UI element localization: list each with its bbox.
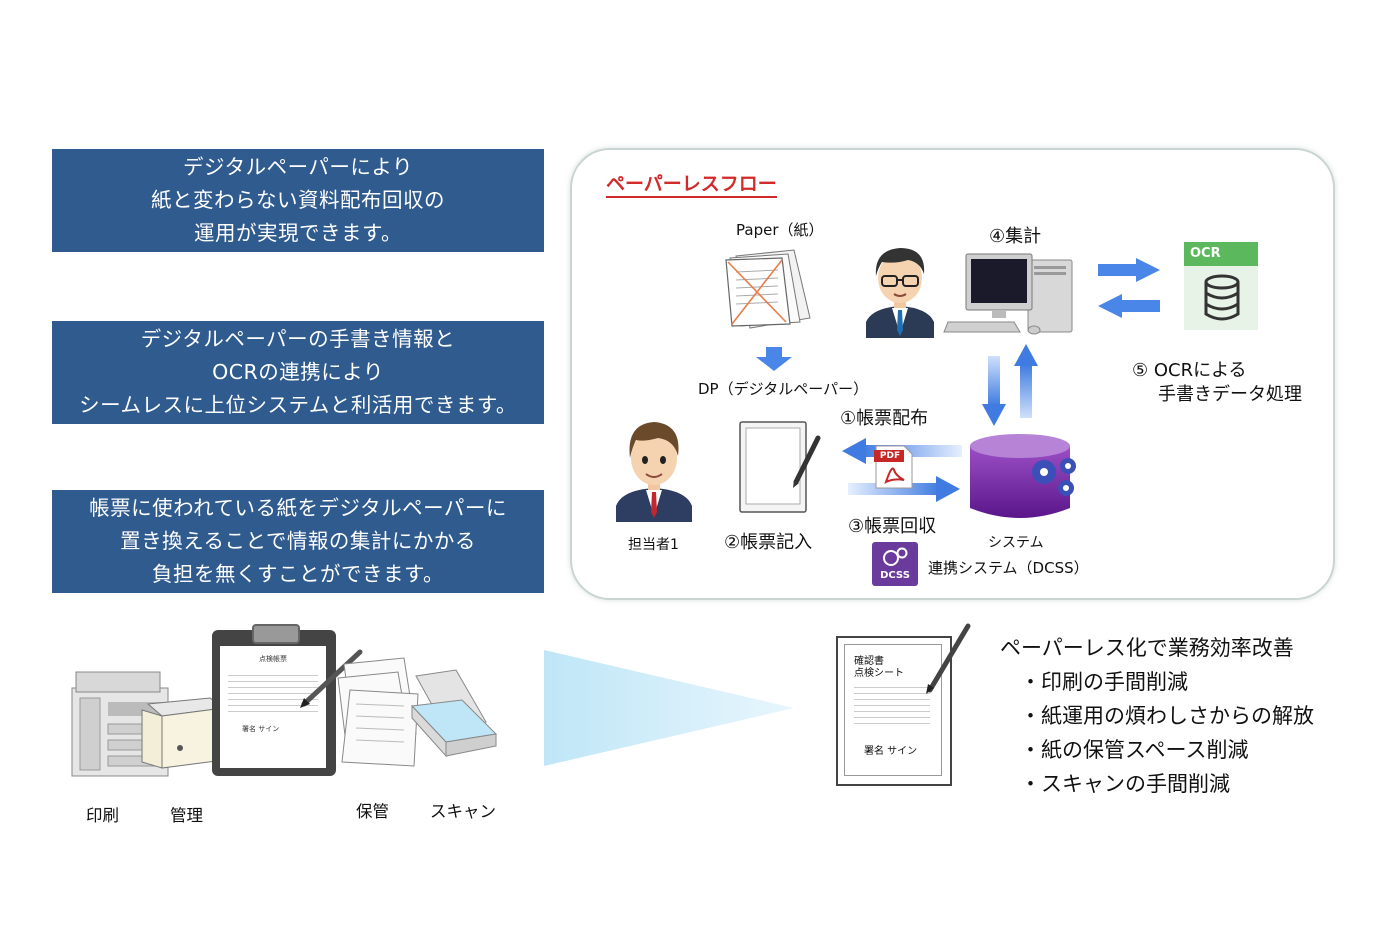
pdf-icon: PDF <box>874 444 914 490</box>
to-ocr-arrow-icon <box>1098 258 1160 282</box>
info-box-1: デジタルペーパーにより 紙と変わらない資料配布回収の 運用が実現できます。 <box>52 149 544 252</box>
pen-icon <box>300 649 363 708</box>
sync-down-arrow-icon <box>982 356 1006 426</box>
info-box-3: 帳票に使われている紙をデジタルペーパーに 置き換えることで情報の集計にかかる 負… <box>52 490 544 593</box>
ocr-database-icon: OCR <box>1184 242 1258 330</box>
clipboard-sign: 署名 サイン <box>242 725 280 733</box>
manager-avatar <box>866 248 934 338</box>
paper-pile-icon <box>337 657 419 767</box>
flow-title: ペーパーレスフロー <box>606 172 777 198</box>
step4-label: ④集計 <box>989 226 1042 247</box>
doc-sign: 署名 サイン <box>864 746 918 757</box>
label-scan: スキャン <box>430 802 496 821</box>
collect-arrow-icon <box>848 476 960 502</box>
system-label: システム <box>988 535 1044 551</box>
info-box-1-line-3: 運用が実現できます。 <box>194 221 402 245</box>
info-box-1-line-2: 紙と変わらない資料配布回収の <box>151 188 445 212</box>
digital-paper-icon <box>739 421 821 513</box>
clipboard-title: 点検帳票 <box>259 655 287 663</box>
sync-up-arrow-icon <box>1014 344 1038 418</box>
digital-document-icon: 確認書 点検シート 署名 サイン <box>836 636 952 786</box>
step5-line-1: ⑤ OCRによる <box>1132 360 1247 381</box>
dcss-badge-label: DCSS <box>880 570 910 581</box>
step3-label: ③帳票回収 <box>848 516 937 537</box>
ocr-badge-label: OCR <box>1184 242 1258 266</box>
step2-label: ②帳票記入 <box>724 532 813 553</box>
benefits-title: ペーパーレス化で業務効率改善 <box>1000 636 1294 660</box>
info-box-2-line-2: OCRの連携により <box>212 360 384 384</box>
info-box-3-line-2: 置き換えることで情報の集計にかかる <box>120 529 476 553</box>
benefit-item: ・スキャンの手間削減 <box>1020 772 1230 796</box>
benefit-item: ・紙の保管スペース削減 <box>1020 738 1249 762</box>
down-arrow-icon <box>756 347 792 371</box>
storage-box-icon <box>141 697 226 769</box>
paper-label: Paper（紙） <box>736 221 824 239</box>
step1-label: ①帳票配布 <box>840 408 929 429</box>
dcss-icon: DCSS <box>872 542 918 586</box>
pdf-badge-label: PDF <box>879 451 901 461</box>
from-ocr-arrow-icon <box>1098 294 1160 318</box>
scanner-icon <box>410 669 498 758</box>
transition-arrow-icon <box>544 650 794 766</box>
info-box-2: デジタルペーパーの手書き情報と OCRの連携により シームレスに上位システムと利… <box>52 321 544 424</box>
system-database-icon <box>970 434 1076 518</box>
dcss-label: 連携システム（DCSS） <box>928 559 1089 577</box>
dp-label: DP（デジタルペーパー） <box>698 380 869 398</box>
staff-label: 担当者1 <box>628 537 679 553</box>
paper-stack-icon <box>725 249 811 329</box>
staff-avatar <box>616 422 692 522</box>
doc-title-2: 点検シート <box>854 668 904 679</box>
computer-icon <box>943 253 1073 335</box>
label-manage: 管理 <box>170 806 203 825</box>
label-print: 印刷 <box>86 806 119 825</box>
step5-line-2: 手書きデータ処理 <box>1158 384 1302 405</box>
stylus-icon <box>926 623 971 694</box>
benefit-item: ・印刷の手間削減 <box>1020 670 1188 694</box>
info-box-2-line-3: シームレスに上位システムと利活用できます。 <box>79 393 517 417</box>
info-box-1-line-1: デジタルペーパーにより <box>183 155 413 179</box>
label-store: 保管 <box>356 802 389 821</box>
paperless-flow-panel <box>570 148 1335 600</box>
benefit-item: ・紙運用の煩わしさからの解放 <box>1020 704 1314 728</box>
clipboard-icon: 点検帳票 署名 サイン <box>212 624 336 776</box>
info-box-2-line-1: デジタルペーパーの手書き情報と <box>140 327 456 351</box>
doc-title-1: 確認書 <box>854 656 884 667</box>
info-box-3-line-1: 帳票に使われている紙をデジタルペーパーに <box>89 496 507 520</box>
info-box-3-line-3: 負担を無くすことができます。 <box>152 562 444 586</box>
